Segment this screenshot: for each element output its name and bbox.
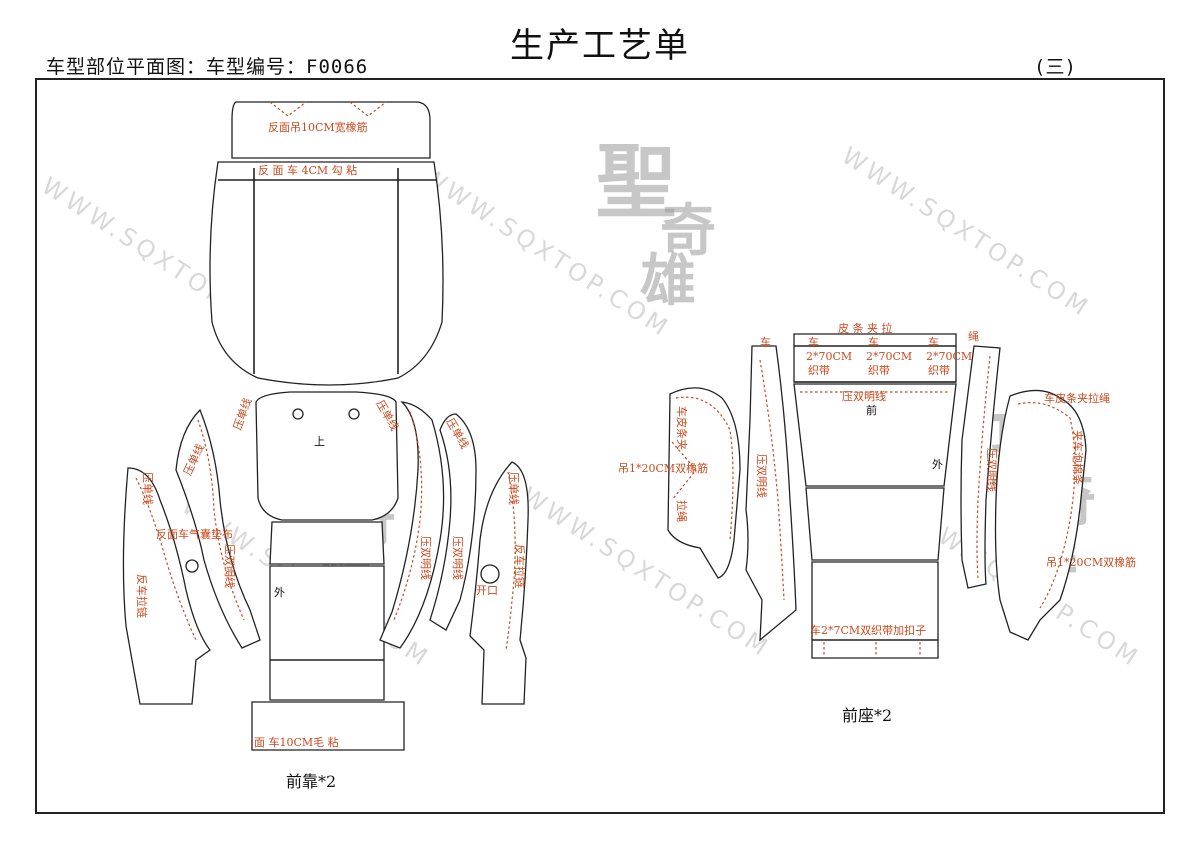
backrest-right-piece-inner <box>379 401 445 649</box>
seat-front-line: 压双明线 <box>842 389 886 403</box>
seat-strap-3: 2*70CM <box>926 350 972 363</box>
seat-right-label-b: 夹车泡棉条 <box>1071 430 1085 485</box>
svg-text:奇: 奇 <box>660 198 716 264</box>
seat-right-label-a: 车皮条夹拉绳 <box>1044 391 1110 405</box>
watermark-url-3: WWW.SQXTOP.COM <box>837 142 1096 324</box>
seat-pattern: 皮 条 夹 拉 绳 车 车 车 2*70CM 2*70CM 2*70CM 织带 … <box>618 321 1136 725</box>
seat-left-label-d: 压双明线 <box>755 454 769 498</box>
backrest-mark-up: 上 <box>314 435 325 448</box>
seat-top-band-label: 皮 条 夹 拉 <box>838 321 893 335</box>
seat-bottom-label: 车2*7CM双织带加扣子 <box>810 623 926 637</box>
backrest-right-label-3: 压单线 <box>507 472 521 505</box>
seat-left-label-c: 拉绳 <box>675 500 689 522</box>
backrest-band-label: 反 面 车 4CM 勾 粘 <box>258 163 357 177</box>
seat-left-label-a: 车皮条夹 <box>675 406 689 450</box>
seat-strap-label-1: 织带 <box>808 364 830 377</box>
drawing-frame <box>35 78 1165 814</box>
backrest-right-label-6: 反车拉链 <box>513 544 527 588</box>
seat-car-4: 车 <box>760 335 771 349</box>
seat-left-side-1 <box>667 387 741 579</box>
seat-outer-mark: 外 <box>932 458 943 471</box>
backrest-center-middle <box>269 521 385 565</box>
svg-text:聖: 聖 <box>596 135 676 229</box>
backrest-caption: 前靠*2 <box>286 772 336 791</box>
seat-strap-label-2: 织带 <box>868 364 890 377</box>
svg-text:雄: 雄 <box>640 248 696 314</box>
backrest-center-top-label: 压单线 <box>230 396 254 432</box>
seat-right-label-c: 压双明线 <box>985 448 999 492</box>
backrest-mark-out: 外 <box>274 586 285 599</box>
seat-cushion-lower <box>811 561 939 659</box>
backrest-right-piece-middle <box>429 413 477 631</box>
backrest-right-label-7: 开口 <box>476 584 498 597</box>
seat-right-side-2 <box>994 389 1087 641</box>
seat-strap-1: 2*70CM <box>806 350 852 363</box>
backrest-left-piece-inner <box>175 408 261 649</box>
page-number: (三) <box>1034 56 1076 78</box>
seat-right-label-d: 吊1*20CM双橡筋 <box>1046 555 1136 569</box>
backrest-bottom-flap <box>251 701 405 751</box>
backrest-left-label-2: 压单线 <box>141 472 155 505</box>
backrest-top-piece <box>231 101 431 159</box>
backrest-left-label-3: 反面车气囊垫布 <box>156 527 233 541</box>
backrest-top-label: 反面吊10CM宽橡筋 <box>268 120 368 134</box>
seat-strap-label-3: 织带 <box>928 364 950 377</box>
backrest-left-label-5: 压双明线 <box>223 544 237 588</box>
backrest-left-label-4: 反车拉链 <box>135 574 149 618</box>
backrest-center-top <box>255 391 399 521</box>
backrest-right-label-4: 压双明线 <box>419 536 433 580</box>
seat-car-2: 车 <box>868 335 879 349</box>
page-title: 生产工艺单 <box>510 26 690 66</box>
backrest-pattern: 反面吊10CM宽橡筋 反 面 车 4CM 勾 粘 上 压单线 外 面 车10CM… <box>122 101 529 791</box>
backrest-right-piece-outer <box>469 461 529 705</box>
backrest-center-lower <box>269 565 385 701</box>
backrest-right-label-5: 压双明线 <box>451 536 465 580</box>
seat-left-side-2 <box>745 345 797 642</box>
seat-rope-label: 绳 <box>968 329 979 343</box>
seat-front-mark: 前 <box>866 403 877 417</box>
seat-cushion-upper <box>793 383 957 487</box>
seat-car-3: 车 <box>928 335 939 349</box>
seat-strap-2: 2*70CM <box>866 350 912 363</box>
seat-cushion-middle <box>805 487 945 561</box>
backrest-left-piece-outer <box>122 467 211 705</box>
model-subtitle: 车型部位平面图：车型编号：F0066 <box>46 56 369 78</box>
seat-car-1: 车 <box>808 335 819 349</box>
seat-left-label-b: 吊1*20CM双橡筋 <box>618 461 708 475</box>
backrest-bottom-label: 面 车10CM毛 粘 <box>254 735 339 749</box>
seat-caption: 前座*2 <box>842 706 892 725</box>
watermark-logo-1: 聖 奇 雄 <box>596 135 716 314</box>
backrest-main-panel <box>209 161 444 386</box>
